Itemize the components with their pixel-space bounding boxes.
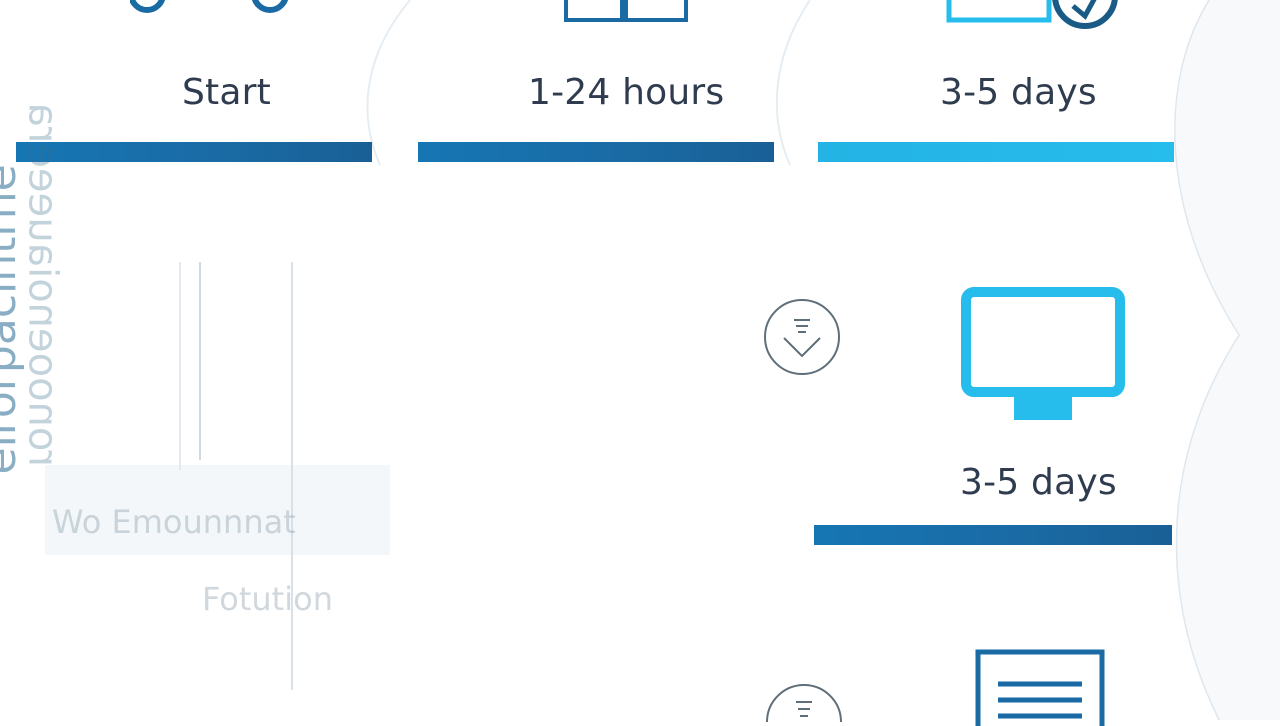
- step-label-hours: 1-24 hours: [528, 72, 725, 113]
- right-scallop-fill: [1175, 0, 1280, 720]
- monitor-icon: [961, 287, 1125, 420]
- people-icon: [130, 0, 289, 13]
- step-label-start: Start: [182, 72, 271, 113]
- step-label-days-2: 3-5 days: [960, 462, 1117, 503]
- step-label-days-1: 3-5 days: [940, 72, 1097, 113]
- faded-panel: [45, 465, 390, 555]
- ghost-vertical-text-b: ronooenoiaueeera: [19, 102, 66, 467]
- scallop-2: [775, 0, 811, 166]
- step-bar-hours: [418, 142, 774, 162]
- windows-icon: [564, 0, 688, 22]
- document-icon: [975, 649, 1105, 726]
- scallop-1: [366, 0, 411, 166]
- step-bar-days-1: [818, 142, 1174, 162]
- step-bar-start: [16, 142, 372, 162]
- step-bar-days-2: [814, 525, 1172, 545]
- ghost-line-text: Wo Emounnnat: [52, 503, 296, 541]
- arrow-down-circle-icon: [764, 299, 840, 375]
- arrow-down-circle-icon: [766, 684, 842, 722]
- ghost-sub-text: Fotution: [202, 580, 333, 618]
- laptop-shield-icon: [946, 0, 1118, 29]
